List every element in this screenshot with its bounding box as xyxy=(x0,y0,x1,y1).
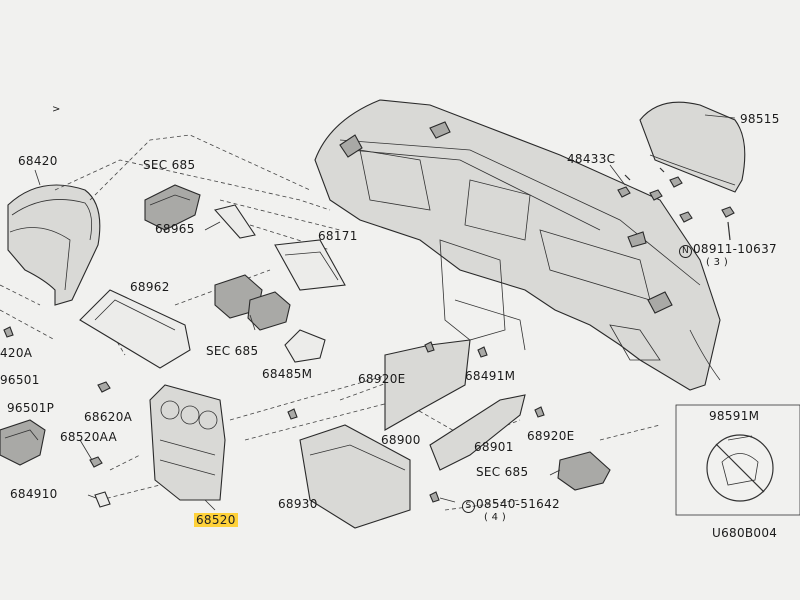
part-label-screw-qty: ( 4 ) xyxy=(484,512,507,523)
part-label-68520aa: 68520AA xyxy=(60,430,118,444)
part-label-68962: 68962 xyxy=(130,280,170,294)
part-label-96501: 96501 xyxy=(0,373,40,387)
lower-cover-68901 xyxy=(429,394,526,471)
airbag-fasteners xyxy=(617,167,735,241)
label-box xyxy=(675,404,800,516)
part-label-68620a: 68620A xyxy=(84,410,133,424)
part-label-96501p: 96501P xyxy=(7,401,55,415)
part-label-68930: 68930 xyxy=(278,497,318,511)
part-label-68171: 68171 xyxy=(318,229,358,243)
lower-vent xyxy=(557,451,611,491)
instrument-hood xyxy=(7,184,101,306)
part-label-sec685-bottom: SEC 685 xyxy=(476,465,529,479)
part-label-68965: 68965 xyxy=(155,222,195,236)
part-label-68900: 68900 xyxy=(381,433,421,447)
part-label-nut-qty: ( 3 ) xyxy=(706,257,729,268)
bracket-96501 xyxy=(0,419,46,466)
part-label-sec685-top: SEC 685 xyxy=(143,158,196,172)
part-label-68520: 68520 xyxy=(194,513,238,527)
screw-part-number: 08540-51642 xyxy=(476,497,560,511)
nut-part-number: 08911-10637 xyxy=(693,242,777,256)
diagram-reference-code: U680B004 xyxy=(712,526,778,540)
part-label-98591m: 98591M xyxy=(709,409,760,423)
part-label-68901: 68901 xyxy=(474,440,514,454)
instrument-panel xyxy=(314,99,721,391)
s-circle-icon: S xyxy=(462,500,475,513)
airbag-lid xyxy=(639,101,746,193)
part-label-98515: 98515 xyxy=(740,112,780,126)
part-label-420a: 420A xyxy=(0,346,33,360)
part-label-sec685-mid: SEC 685 xyxy=(206,344,259,358)
bracket-68485m xyxy=(284,329,326,363)
part-label-684910: 684910 xyxy=(10,487,58,501)
pocket-68962 xyxy=(79,289,191,369)
part-label-68420: 68420 xyxy=(18,154,58,168)
part-label-68920e-bottom: 68920E xyxy=(527,429,575,443)
bracket-68965 xyxy=(213,204,256,239)
part-label-68485m: 68485M xyxy=(262,367,313,381)
cluster-lid xyxy=(149,384,226,501)
corner-mark: > xyxy=(52,104,61,115)
part-label-68920e-top: 68920E xyxy=(358,372,406,386)
side-vent xyxy=(144,184,201,231)
highlighted-part-68520: 68520 xyxy=(194,513,238,527)
n-circle-icon: N xyxy=(679,245,692,258)
part-label-68491m: 68491M xyxy=(465,369,516,383)
part-label-48433c: 48433C xyxy=(567,152,616,166)
bracket-68171 xyxy=(274,239,346,291)
